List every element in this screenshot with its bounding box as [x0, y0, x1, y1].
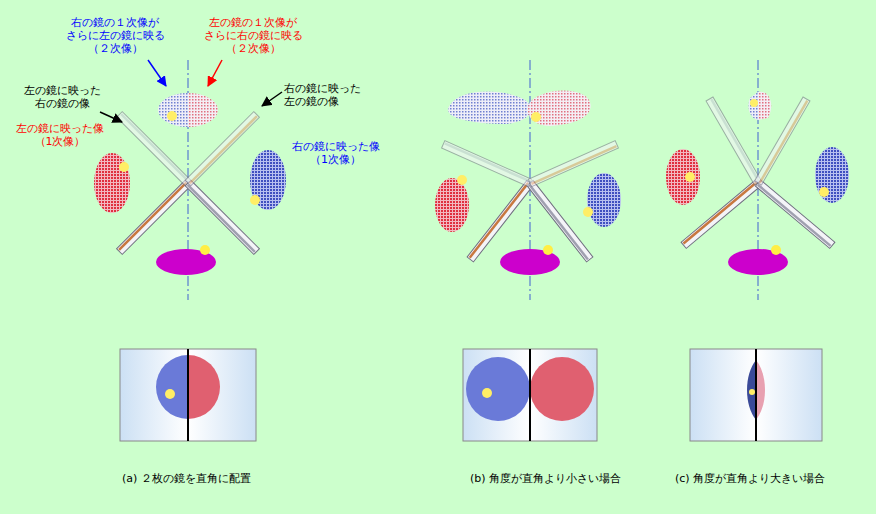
- panel-caption: (c) 角度が直角より大きい場合: [675, 472, 825, 485]
- callout-label: 左の鏡の１次像が さらに右の鏡に映る （２次像）: [198, 16, 308, 55]
- panel-caption: (b) 角度が直角より小さい場合: [470, 472, 621, 485]
- mirror: [755, 180, 834, 248]
- callout-label: 左の鏡に映った 右の鏡の像: [12, 84, 112, 110]
- mirror: [185, 180, 259, 254]
- callout-label: 右の鏡に映った 左の鏡の像: [284, 82, 379, 108]
- callout-label: 右の鏡に映った像 （1次像）: [288, 140, 383, 166]
- callout-label: 左の鏡に映った像 （1次像）: [10, 122, 110, 148]
- panel-caption: (a) ２枚の鏡を直角に配置: [122, 472, 251, 485]
- callout-label: 右の鏡の１次像が さらに左の鏡に映る （２次像）: [60, 16, 170, 55]
